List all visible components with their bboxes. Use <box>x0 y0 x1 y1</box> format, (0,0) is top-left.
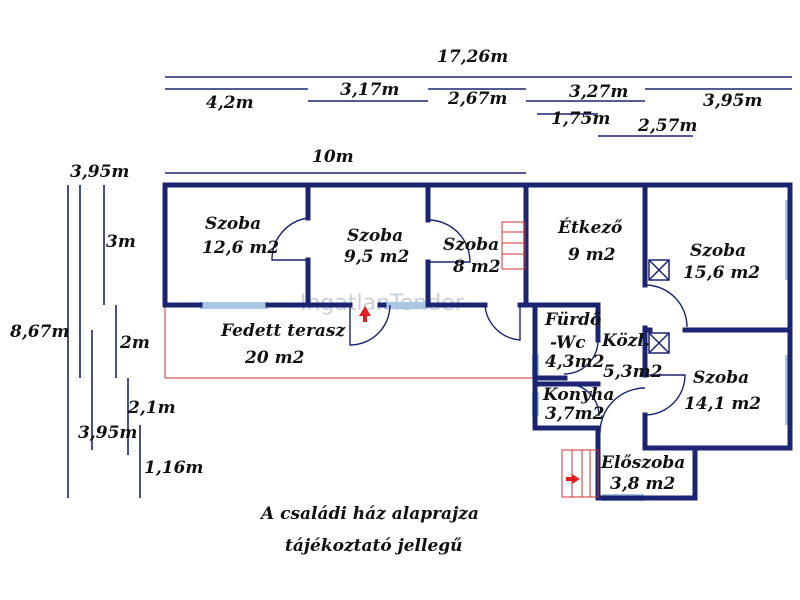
dim-3-27: 3,27m <box>569 82 628 102</box>
room-name: Szoba <box>443 235 499 255</box>
room-furdo-wc: Fürdő -Wc 4,3m2 <box>544 310 605 372</box>
dim-h-2-1: 2,1m <box>127 398 176 418</box>
room-szoba-14-1: Szoba 14,1 m2 <box>684 368 761 414</box>
room-area: 12,6 m2 <box>202 238 279 258</box>
caption-line-1: A családi ház alaprajza <box>259 504 479 524</box>
dim-3-17: 3,17m <box>340 80 399 100</box>
dim-h-2: 2m <box>119 333 150 353</box>
dim-1-75: 1,75m <box>551 109 610 129</box>
dim-h-8-67: 8,67m <box>9 322 69 342</box>
room-szoba-9-5: Szoba 9,5 m2 <box>344 226 409 267</box>
room-name: Konyha <box>542 385 614 405</box>
dim-4-2: 4,2m <box>206 93 254 113</box>
terrace-entrance-arrow-icon <box>359 306 371 322</box>
dim-2-67: 2,67m <box>447 89 507 109</box>
terrace-outline <box>164 305 535 379</box>
room-szoba-12-6: Szoba 12,6 m2 <box>202 214 279 258</box>
room-area: 14,1 m2 <box>684 394 761 414</box>
room-name: Fürdő <box>544 310 602 330</box>
chimney-icon <box>648 259 670 281</box>
room-area: 4,3m2 <box>545 352 605 372</box>
room-name: Közl. <box>601 331 650 351</box>
stairs-entrance <box>561 449 599 498</box>
room-name: Előszoba <box>600 453 685 473</box>
room-area: 20 m2 <box>244 348 305 368</box>
room-area: 3,7m2 <box>545 404 605 424</box>
room-area: 9 m2 <box>568 245 616 265</box>
stairs-top <box>501 221 526 270</box>
dim-total-width: 17,26m <box>437 47 508 67</box>
door-swings <box>271 217 688 434</box>
dim-2-57: 2,57m <box>637 116 697 136</box>
room-area: 3,8 m2 <box>610 474 675 494</box>
room-konyha: Konyha 3,7m2 <box>542 385 614 424</box>
vent-icon <box>648 332 670 354</box>
dim-3-95-top: 3,95m <box>703 91 762 111</box>
room-fedett-terasz: Fedett terasz 20 m2 <box>220 321 345 368</box>
room-subname: -Wc <box>550 333 586 353</box>
room-name: Szoba <box>205 214 261 234</box>
room-szoba-15-6: Szoba 15,6 m2 <box>683 241 760 283</box>
walls <box>162 182 793 501</box>
room-name: Szoba <box>690 241 746 261</box>
main-entrance-arrow-icon <box>566 474 580 484</box>
room-name: Szoba <box>693 368 749 388</box>
dim-h-3-95-top: 3,95m <box>70 162 129 182</box>
left-dimension-lines <box>67 185 141 498</box>
caption-line-2: tájékoztató jellegű <box>285 536 463 556</box>
room-area: 15,6 m2 <box>683 263 760 283</box>
dim-10: 10m <box>312 147 354 167</box>
room-name: Fedett terasz <box>220 321 345 341</box>
room-kozl: Közl. 5,3m2 <box>601 331 663 382</box>
room-area: 9,5 m2 <box>344 247 409 267</box>
room-area: 5,3m2 <box>603 362 663 382</box>
room-name: Étkező <box>557 217 623 238</box>
room-etkezo: Étkező 9 m2 <box>557 217 623 265</box>
room-name: Szoba <box>347 226 403 246</box>
top-dimension-lines <box>165 76 792 174</box>
dim-h-3-95-bottom: 3,95m <box>78 423 137 443</box>
room-szoba-8: Szoba 8 m2 <box>443 235 501 277</box>
room-eloszoba: Előszoba 3,8 m2 <box>600 453 685 494</box>
dim-h-1-16: 1,16m <box>144 458 203 478</box>
dim-h-3: 3m <box>106 232 136 252</box>
room-area: 8 m2 <box>452 257 501 277</box>
